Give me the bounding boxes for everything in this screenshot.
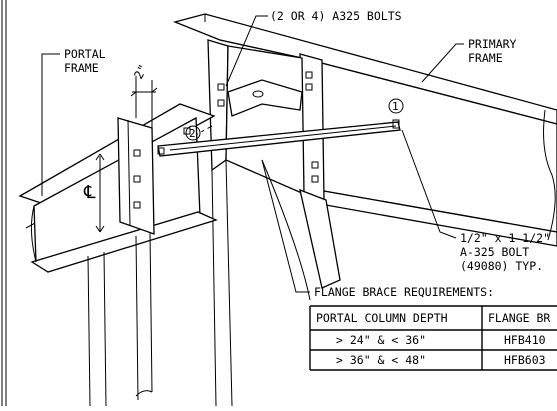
callout-1: 1 xyxy=(388,98,404,114)
bolt-spec-line-3: (49080) TYP. xyxy=(460,259,543,273)
bolt-spec-line-2: A-325 BOLT xyxy=(460,245,529,259)
portal-frame-beam xyxy=(18,83,225,273)
portal-column xyxy=(87,231,153,407)
primary-frame-label-1: PRIMARY xyxy=(468,37,517,51)
table-header-depth: PORTAL COLUMN DEPTH xyxy=(316,311,448,325)
portal-frame-label-2: FRAME xyxy=(64,61,99,75)
callout-2: 2 xyxy=(185,125,201,141)
table-row-1-depth: > 24" & < 36" xyxy=(336,333,426,347)
bolts-callout: (2 OR 4) A325 BOLTS xyxy=(225,9,402,87)
table-row-2-depth: > 36" & < 48" xyxy=(336,353,426,367)
primary-frame-column xyxy=(207,39,341,407)
requirements-callout: FLANGE BRACE REQUIREMENTS: xyxy=(261,159,494,299)
portal-frame-callout: PORTAL FRAME xyxy=(41,47,106,196)
callout-1-text: 1 xyxy=(392,100,399,113)
table-row-2-brace: HFB603 xyxy=(504,353,546,367)
centerline-marker: ℄ xyxy=(83,153,105,233)
table-header-brace: FLANGE BR xyxy=(488,311,550,325)
portal-frame-label-1: PORTAL xyxy=(64,47,106,61)
dimension-text: 2" xyxy=(131,62,150,81)
flange-brace-table: PORTAL COLUMN DEPTH FLANGE BR > 24" & < … xyxy=(309,305,557,371)
sheet-border xyxy=(1,0,7,406)
rafter-bolts xyxy=(305,71,319,183)
requirements-title: FLANGE BRACE REQUIREMENTS: xyxy=(314,285,494,299)
flange-brace xyxy=(157,119,401,157)
bolts-label: (2 OR 4) A325 BOLTS xyxy=(270,9,402,23)
primary-frame-label-2: FRAME xyxy=(468,51,503,65)
centerline-symbol: ℄ xyxy=(83,182,96,203)
bolt-spec-line-1: 1/2" x 1 1/2" xyxy=(460,231,550,245)
callout-2-text: 2 xyxy=(189,127,196,140)
table-row-1-brace: HFB410 xyxy=(504,333,546,347)
dimension-2in: 2" xyxy=(130,62,158,128)
bolt-spec-callout: 1/2" x 1 1/2" A-325 BOLT (49080) TYP. xyxy=(401,129,550,273)
primary-frame-callout: PRIMARY FRAME xyxy=(421,37,517,83)
